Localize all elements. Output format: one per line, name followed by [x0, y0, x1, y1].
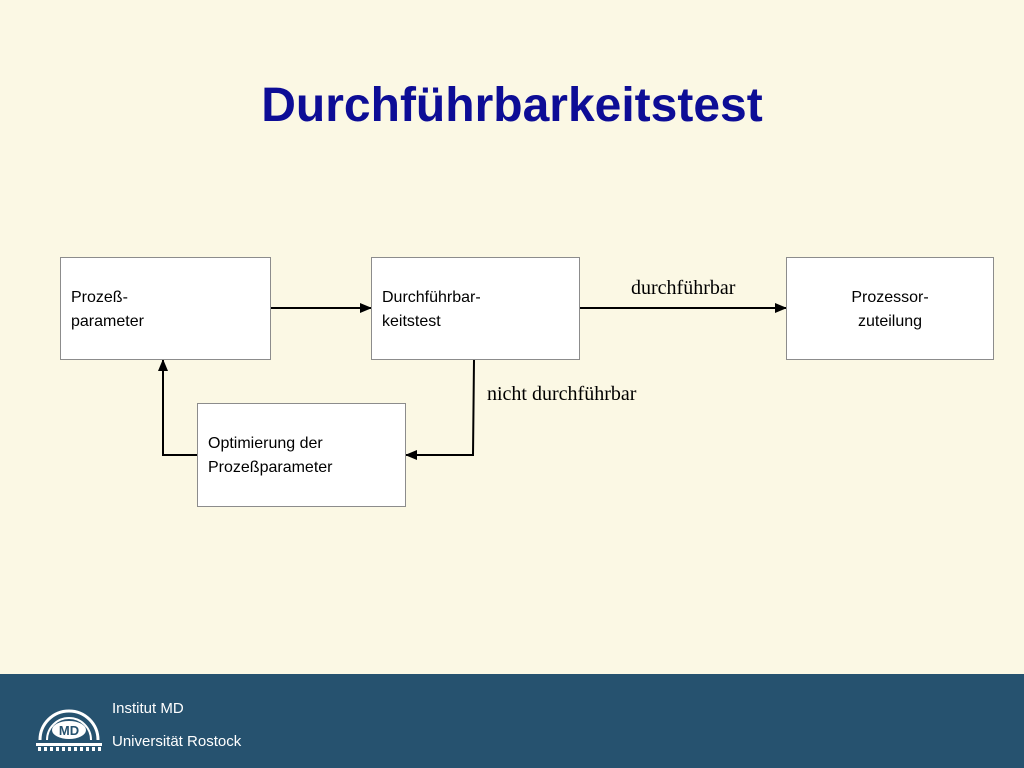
- arrow-opt-to-params: [158, 359, 197, 456]
- edge-label-durchfuehrbar: durchführbar: [631, 277, 736, 299]
- box-prozessorzuteilung: Prozessor- zuteilung: [786, 257, 994, 360]
- box-prozessparameter: Prozeß- parameter: [60, 257, 271, 360]
- box-label-line2: Prozeßparameter: [208, 459, 333, 476]
- arrow-test-to-opt: [405, 359, 475, 460]
- footer-bar: MD Institut MD Universität Rostock: [0, 674, 1024, 768]
- box-label-line1: Optimierung der: [208, 435, 323, 452]
- box-label-line1: Durchführbar-: [382, 289, 481, 306]
- box-durchfuehrbarkeitstest: Durchführbar- keitstest: [371, 257, 580, 360]
- box-label-line2: parameter: [71, 313, 144, 330]
- university-logo-icon: MD: [36, 709, 102, 751]
- box-label-line2: zuteilung: [857, 313, 923, 330]
- university-name: Universität Rostock: [112, 733, 242, 750]
- box-label-line2: keitstest: [382, 313, 441, 330]
- box-optimierung: Optimierung der Prozeßparameter: [197, 403, 406, 507]
- logo-text: MD: [59, 723, 79, 738]
- slide-title: Durchführbarkeitstest: [261, 79, 763, 132]
- box-label-line1: Prozeß-: [71, 289, 128, 306]
- institute-name: Institut MD: [112, 700, 184, 717]
- edge-label-nicht-durchfuehrbar: nicht durchführbar: [487, 383, 637, 405]
- box-label-line1: Prozessor-: [851, 289, 929, 306]
